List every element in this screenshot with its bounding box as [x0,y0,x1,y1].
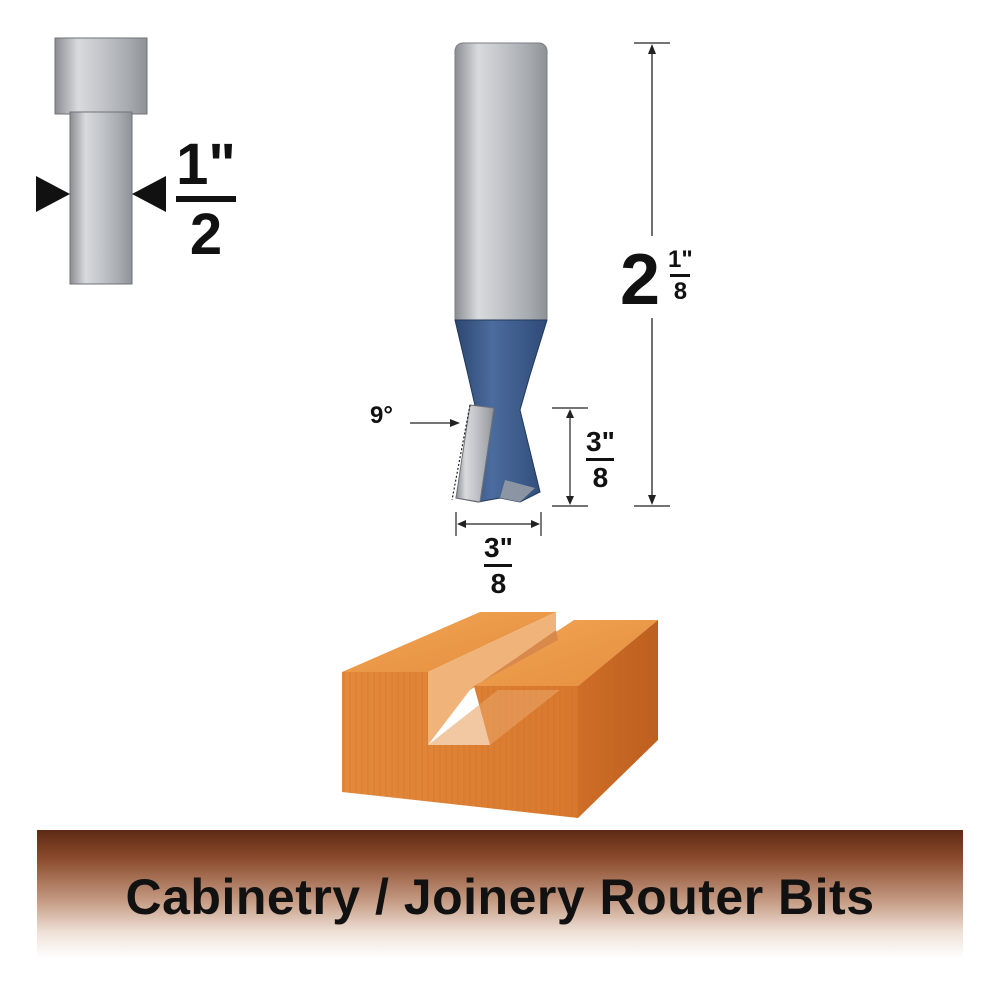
dovetail-wood-block-illustration [342,612,658,818]
cutting-height-denominator: 8 [592,462,609,493]
category-banner: Cabinetry / Joinery Router Bits [37,830,963,958]
shank-diameter-fraction: 1" 2 [176,136,236,264]
cutting-diameter-denominator: 8 [490,568,507,599]
overall-length-numerator: 1" [668,246,693,273]
arrow-left-icon [132,176,166,212]
cutting-height-dimension-line [552,407,588,507]
carbide-tip [455,404,495,503]
angle-label: 9° [370,402,393,429]
overall-length-dimension-line [634,42,670,507]
overall-length-denominator: 8 [673,278,688,305]
router-bit-illustration [454,42,548,503]
fraction-bar [176,196,236,202]
arrow-right-icon [36,176,70,212]
cutting-diameter-fraction: 3" 8 [484,534,513,598]
shank-diameter-denominator: 2 [189,202,223,267]
overall-length-whole: 2 [620,240,661,320]
fraction-bar [586,458,615,461]
overall-length-fraction: 1" 8 [668,248,693,304]
shank-diagram-icon [36,37,166,285]
fraction-bar [670,274,691,277]
fraction-bar [484,564,513,567]
cutting-height-fraction: 3" 8 [586,428,615,492]
cutting-height-numerator: 3" [586,426,615,457]
cutting-diameter-dimension-line [455,512,542,536]
cutting-diameter-numerator: 3" [484,532,513,563]
shank-diameter-numerator: 1" [176,132,236,197]
angle-indicator [410,404,471,501]
banner-title: Cabinetry / Joinery Router Bits [125,869,875,925]
